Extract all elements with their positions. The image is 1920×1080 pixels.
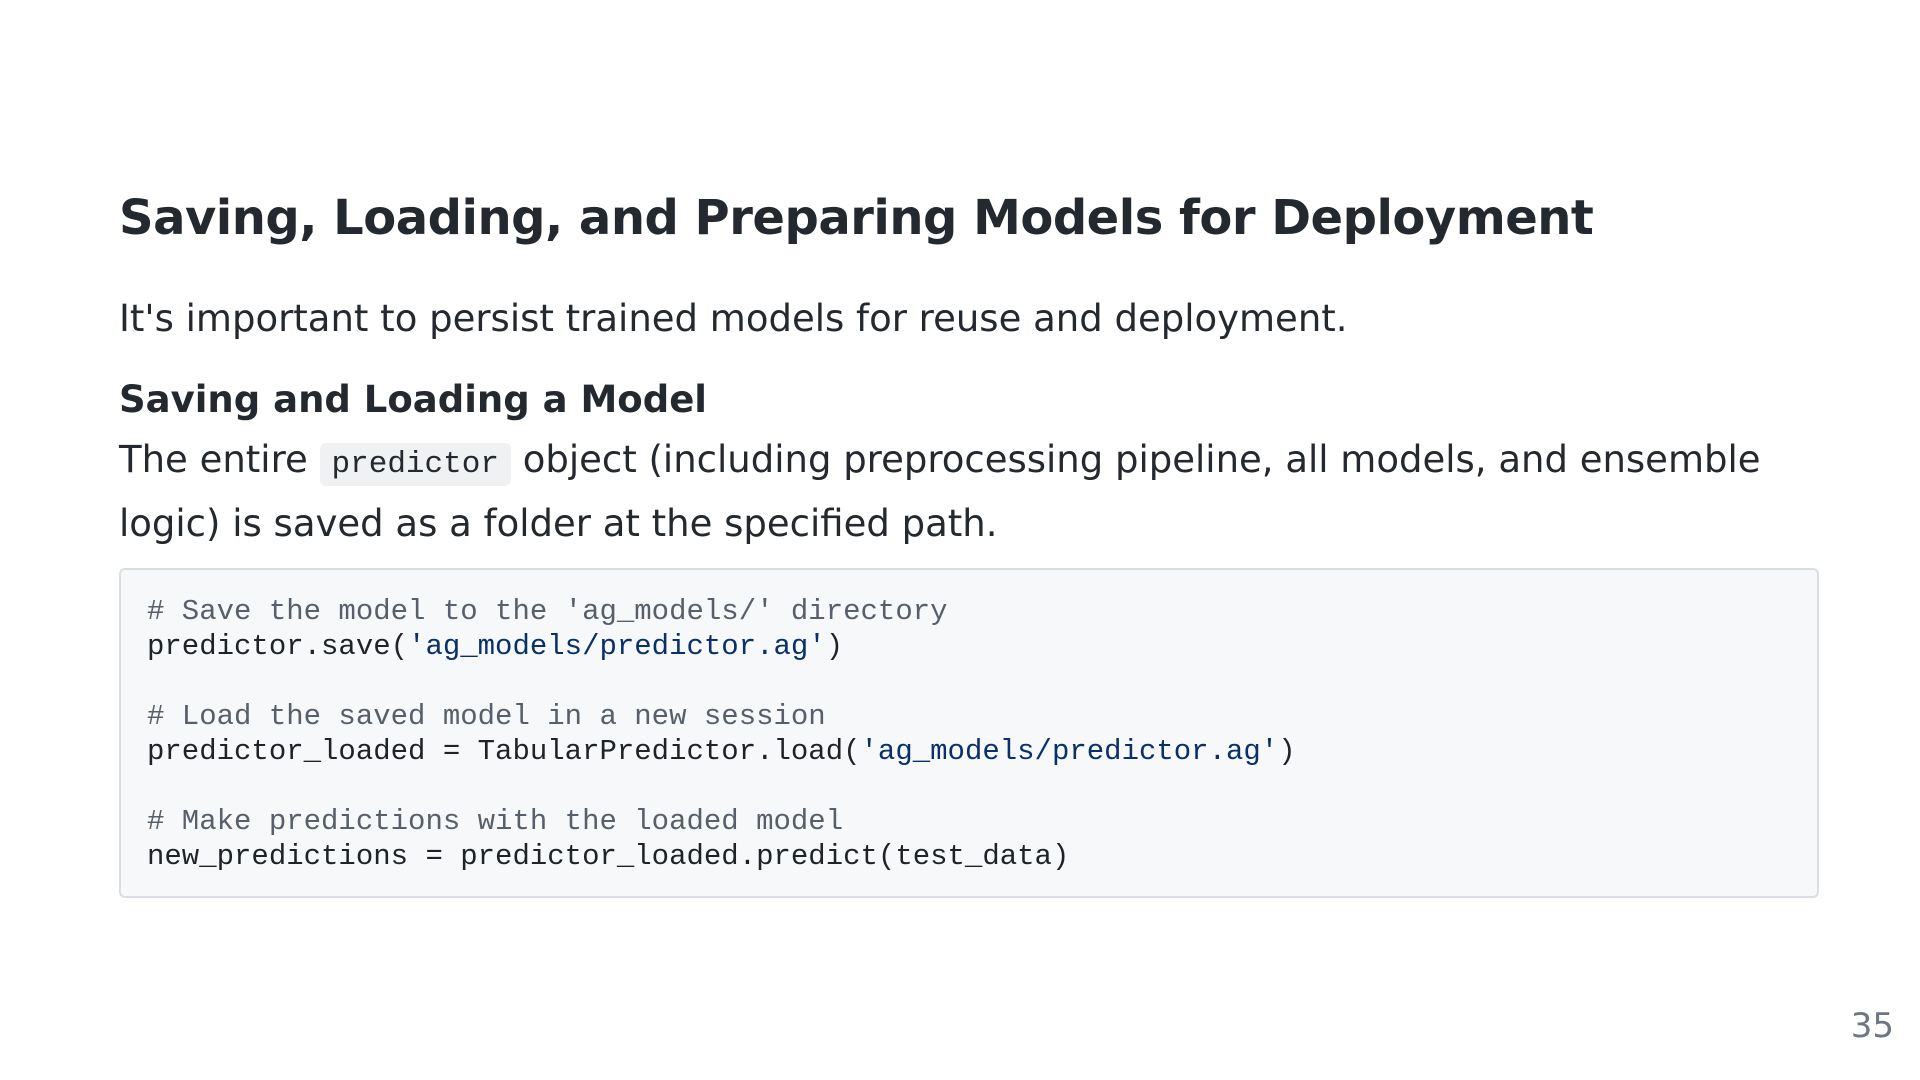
section-subheading: Saving and Loading a Model (119, 378, 707, 421)
inline-code-predictor: predictor (319, 443, 511, 486)
code-load-suffix: ) (1278, 735, 1296, 768)
code-load-prefix: predictor_loaded = TabularPredictor.load… (147, 735, 861, 768)
code-blank-line (147, 769, 1791, 804)
code-load-path-string: 'ag_models/predictor.ag' (860, 735, 1279, 768)
code-block: # Save the model to the 'ag_models/' dir… (119, 568, 1819, 898)
code-line-save: predictor.save('ag_models/predictor.ag') (147, 629, 1791, 664)
code-save-suffix: ) (825, 630, 844, 663)
code-save-path-string: 'ag_models/predictor.ag' (408, 630, 826, 663)
code-comment-save: # Save the model to the 'ag_models/' dir… (147, 595, 948, 628)
intro-text: It's important to persist trained models… (119, 297, 1348, 340)
code-comment-load: # Load the saved model in a new session (147, 700, 826, 733)
description-paragraph: The entire predictor object (including p… (119, 430, 1819, 553)
slide-title: Saving, Loading, and Preparing Models fo… (119, 190, 1594, 246)
code-comment-predict: # Make predictions with the loaded model (147, 805, 844, 838)
paragraph-text-before: The entire (119, 438, 320, 481)
code-line-load: predictor_loaded = TabularPredictor.load… (147, 734, 1791, 769)
code-line-predict: new_predictions = predictor_loaded.predi… (147, 840, 1070, 873)
page-number: 35 (1850, 1006, 1894, 1046)
paragraph-text-after: object (including preprocessing pipeline… (119, 438, 1761, 545)
code-save-prefix: predictor.save( (147, 630, 409, 663)
code-blank-line (147, 664, 1791, 699)
